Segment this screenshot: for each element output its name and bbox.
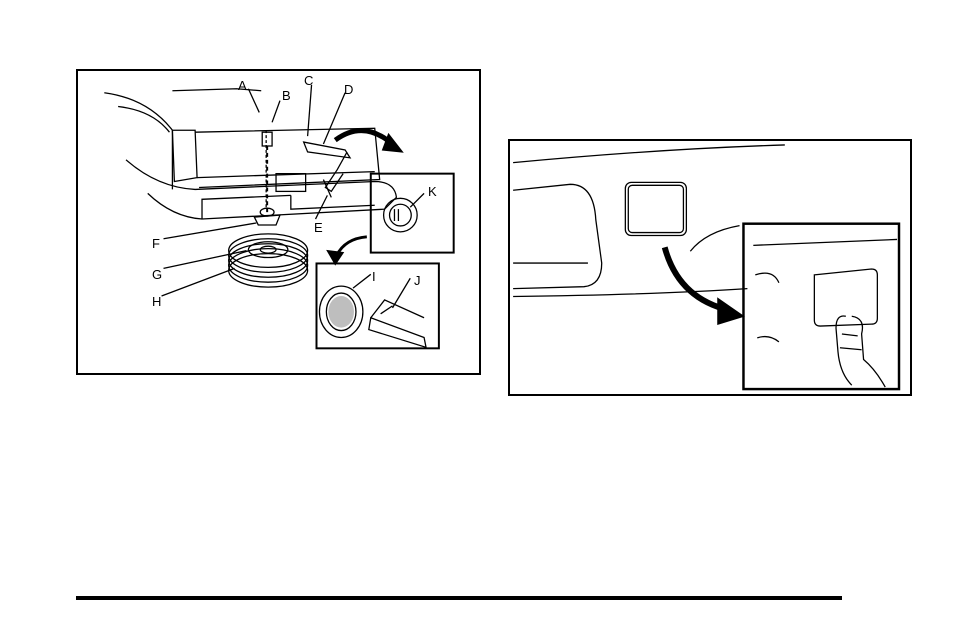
- spare-tire-hoist-illustration: A B C D E F G H I J K: [76, 69, 481, 375]
- label-a: A: [238, 79, 247, 92]
- label-e: E: [314, 221, 323, 234]
- label-c: C: [304, 74, 313, 87]
- label-f: F: [152, 237, 160, 250]
- access-panel-illustration: [508, 139, 912, 396]
- label-d: D: [344, 83, 353, 96]
- page-bottom-rule: [76, 596, 842, 600]
- bumper-access-drawing: [510, 141, 910, 394]
- label-b: B: [282, 89, 291, 102]
- vehicle-rear-drawing: [78, 71, 479, 373]
- label-i: I: [372, 270, 376, 283]
- label-j: J: [414, 274, 421, 287]
- label-h: H: [152, 295, 161, 308]
- label-k: K: [428, 185, 437, 198]
- label-g: G: [152, 268, 162, 281]
